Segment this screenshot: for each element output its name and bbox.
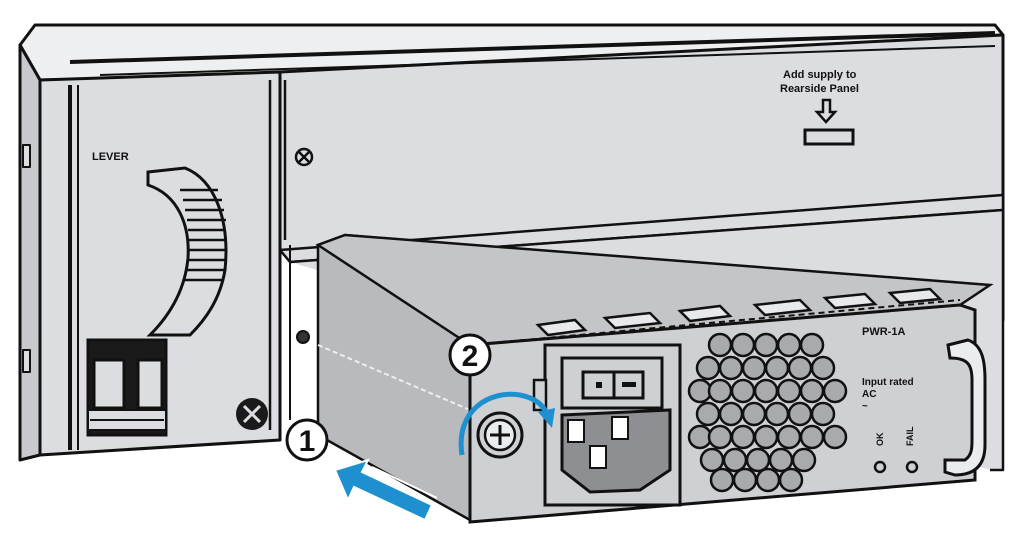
rotate-arrow-icon [458, 391, 555, 456]
top-label-line1: Add supply to [783, 69, 857, 81]
psu-handle[interactable] [943, 338, 987, 477]
psu-rating-line1: Input rated [862, 377, 914, 388]
led-ok-icon [873, 460, 887, 474]
ac-inlet [543, 343, 682, 507]
label-slot [803, 128, 855, 146]
left-module-label: LEVER [92, 151, 129, 163]
top-label-line2: Rearside Panel [780, 83, 859, 95]
down-arrow-icon [814, 98, 838, 124]
callout-1-number: 1 [299, 425, 316, 458]
insert-arrow-icon [333, 458, 438, 522]
led-label-fail: FAIL [905, 426, 915, 446]
psu-top-vents [535, 287, 943, 337]
left-connector [86, 338, 168, 437]
psu-rating-line3: ~ [862, 401, 868, 412]
led-fail-icon [905, 460, 919, 474]
fan-grille [687, 332, 848, 493]
lever-handle [146, 166, 228, 337]
led-label-ok: OK [875, 432, 885, 446]
callout-2: 2 [448, 333, 492, 377]
alignment-pin-icon [296, 330, 310, 344]
captive-screw[interactable] [476, 411, 524, 459]
ground-screw-icon [236, 398, 268, 430]
chassis-screw-icon [294, 147, 314, 167]
psu-rating-line2: AC [862, 389, 876, 400]
callout-2-number: 2 [462, 340, 479, 373]
callout-1: 1 [285, 418, 329, 462]
psu-model-label: PWR-1A [862, 326, 905, 338]
ac-socket[interactable] [560, 408, 672, 494]
